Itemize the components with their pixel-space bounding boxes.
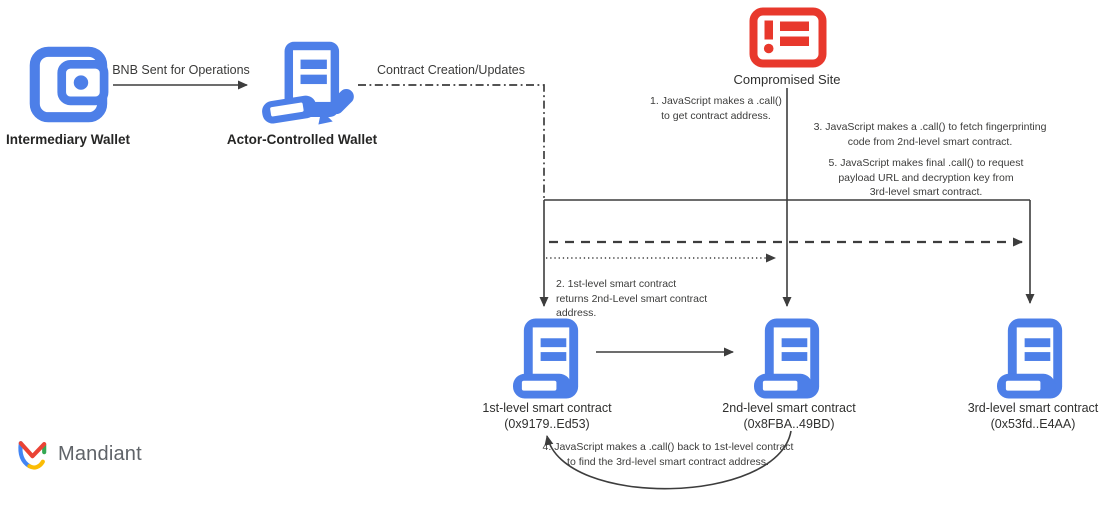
step4-annotation: 4. JavaScript makes a .call() back to 1s… <box>542 441 794 468</box>
actor-wallet-label: Actor-Controlled Wallet <box>226 132 378 147</box>
wallet-icon <box>29 46 109 123</box>
contract3-address: (0x53fd..E4AA) <box>990 417 1076 431</box>
contract2-label: 2nd-level smart contract <box>722 401 856 415</box>
contract1-label-block: 1st-level smart contract (0x9179..Ed53) <box>467 400 627 432</box>
compromised-site-label: Compromised Site <box>733 72 841 87</box>
contract3-label-block: 3rd-level smart contract (0x53fd..E4AA) <box>951 400 1100 432</box>
contract2-label-block: 2nd-level smart contract (0x8FBA..49BD) <box>709 400 869 432</box>
contract3-label: 3rd-level smart contract <box>967 401 1099 415</box>
mandiant-logo-icon <box>16 436 49 472</box>
contract2-address: (0x8FBA..49BD) <box>743 417 835 431</box>
mandiant-logo: Mandiant <box>16 436 142 472</box>
step3-annotation: 3. JavaScript makes a .call() to fetch f… <box>813 121 1047 148</box>
smart-contract-icon-2 <box>754 318 829 399</box>
contract-creation-edge-label: Contract Creation/Updates <box>377 63 525 77</box>
bnb-edge-label: BNB Sent for Operations <box>112 63 250 77</box>
contract1-address: (0x9179..Ed53) <box>504 417 590 431</box>
step1-annotation: 1. JavaScript makes a .call() to get con… <box>650 95 782 122</box>
compromised-site-alert-icon <box>749 7 827 68</box>
mandiant-logo-text: Mandiant <box>58 442 142 465</box>
smart-contract-icon-1 <box>513 318 588 399</box>
step5-annotation: 5. JavaScript makes final .call() to req… <box>828 157 1024 199</box>
contract1-label: 1st-level smart contract <box>482 401 612 415</box>
contract-creation-dashdot-line <box>358 84 545 199</box>
callback-curve-arrow <box>544 430 792 490</box>
contract-signing-icon <box>262 40 356 130</box>
step2-annotation: 2. 1st-level smart contract returns 2nd-… <box>556 278 708 320</box>
intermediary-wallet-label: Intermediary Wallet <box>5 132 131 147</box>
smart-contract-icon-3 <box>997 318 1072 399</box>
